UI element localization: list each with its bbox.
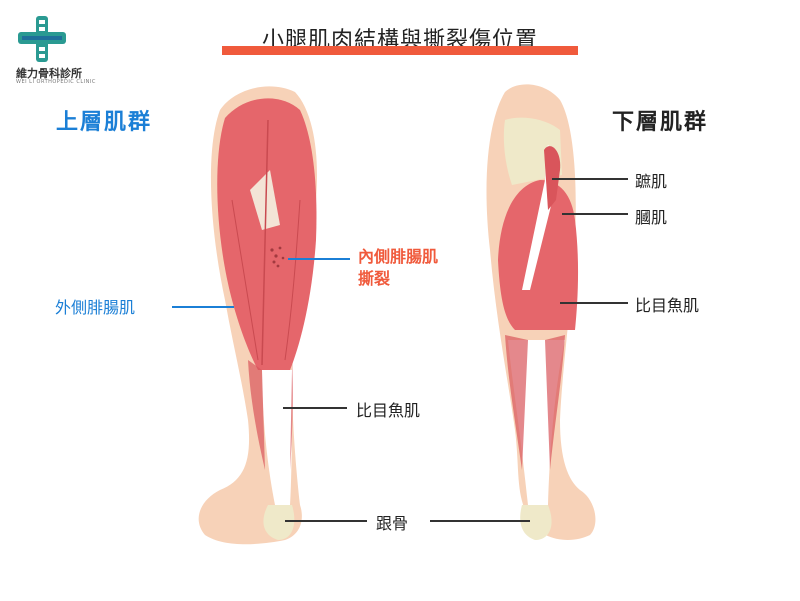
tear-marks <box>270 246 285 268</box>
clinic-logo: 維力骨科診所 WEI LI ORTHOPEDIC CLINIC <box>12 14 122 85</box>
label-lateral-gastroc: 外側腓腸肌 <box>55 298 136 317</box>
clinic-subtitle: WEI LI ORTHOPEDIC CLINIC <box>16 79 96 85</box>
leader-soleus-superficial <box>283 407 347 409</box>
leader-soleus-deep <box>560 302 628 304</box>
leader-plantaris <box>552 178 628 180</box>
label-medial-gastroc-line2: 撕裂 <box>358 269 391 288</box>
label-medial-gastroc-line1: 內側腓腸肌 <box>358 247 439 266</box>
leader-popliteus <box>562 213 628 215</box>
label-plantaris: 蹠肌 <box>635 172 668 191</box>
leader-lateral-gastroc <box>172 306 234 308</box>
title-underline <box>222 46 578 55</box>
leader-medial-gastroc <box>288 258 350 260</box>
lower-group-heading: 下層肌群 <box>612 110 709 135</box>
label-calcaneus: 跟骨 <box>376 514 409 533</box>
label-popliteus: 膕肌 <box>635 208 668 227</box>
left-leg-superficial <box>198 86 318 545</box>
leader-calcaneus-right <box>430 520 530 522</box>
right-leg-deep <box>486 84 596 540</box>
label-soleus-superficial: 比目魚肌 <box>356 401 421 420</box>
label-medial-gastroc-tear: 內側腓腸肌 撕裂 <box>358 246 438 290</box>
upper-group-heading: 上層肌群 <box>56 110 153 135</box>
label-soleus-deep: 比目魚肌 <box>635 296 700 315</box>
clinic-name: 維力骨科診所 <box>16 67 82 80</box>
leader-calcaneus-left <box>285 520 367 522</box>
spine-cross-icon <box>18 16 66 62</box>
